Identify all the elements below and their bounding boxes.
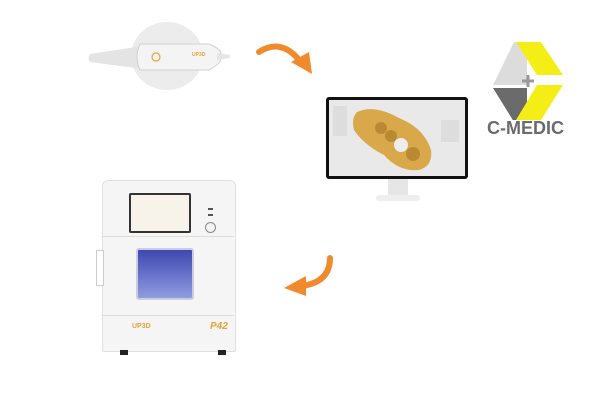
scanner-brand: UP3D	[192, 52, 206, 58]
monitor	[326, 97, 470, 207]
logo-text: C-MEDIC	[487, 118, 564, 138]
touch-screen[interactable]	[129, 193, 191, 233]
arrow-left-down-icon	[284, 255, 333, 296]
arrow-right-down-icon	[256, 43, 312, 74]
c-medic-logo: C-MEDIC	[485, 38, 585, 148]
dental-model-image	[333, 106, 459, 171]
machine-window	[136, 248, 194, 300]
monitor-screen	[326, 97, 468, 179]
mill-model: P42	[210, 321, 228, 332]
intraoral-scanner: UP3D	[84, 20, 234, 95]
mill-brand: UP3D	[132, 323, 151, 330]
power-button[interactable]	[205, 222, 216, 233]
milling-machine: UP3D P42	[92, 178, 242, 358]
